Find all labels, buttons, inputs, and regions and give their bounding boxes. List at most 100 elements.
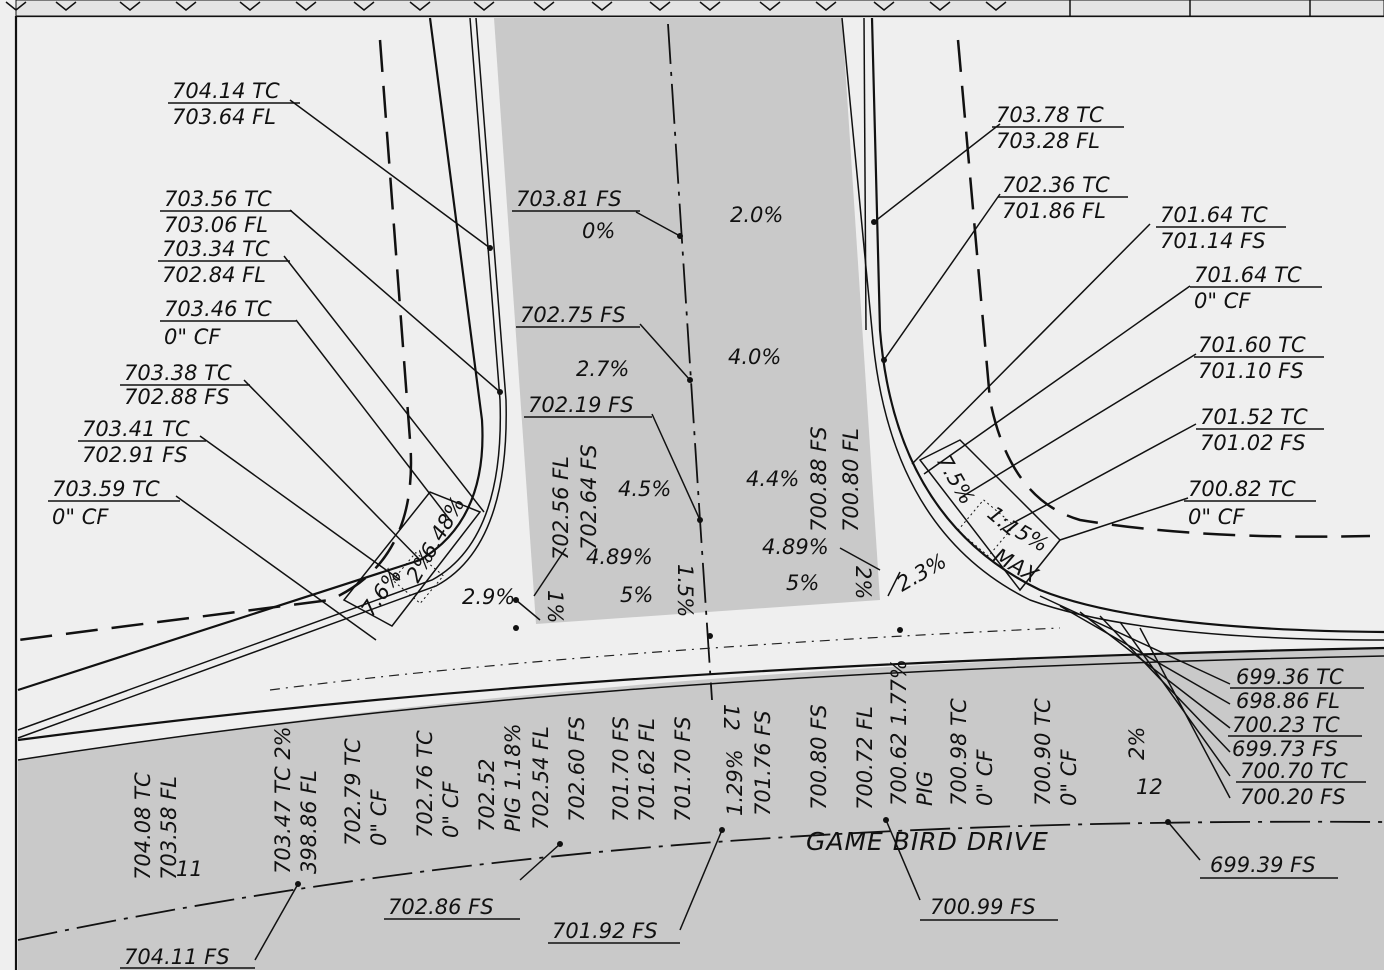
callout-r1-top: 703.78 TC <box>996 103 1104 127</box>
bv-4b: 0" CF <box>439 781 463 838</box>
callout-r2-top: 702.36 TC <box>1002 173 1110 197</box>
drive-v-700-80: 700.80 FL <box>839 428 863 532</box>
callout-l2-bottom: 703.06 FL <box>164 213 268 237</box>
callout-l6-top: 703.41 TC <box>82 417 190 441</box>
callout-r4-top: 701.64 TC <box>1194 263 1302 287</box>
driveway-labels: 703.81 FS 0% 2.0% 702.75 FS 2.7% 4.0% 70… <box>462 187 951 623</box>
far-right-callouts: 699.36 TC 698.86 FL 700.23 TC 699.73 FS … <box>1228 665 1366 809</box>
callout-l4-top: 703.46 TC <box>164 297 272 321</box>
callout-l7-top: 703.59 TC <box>52 477 160 501</box>
callout-l1-bottom: 703.64 FL <box>172 105 276 129</box>
callout-l4-bottom: 0" CF <box>164 325 221 349</box>
driveway-paving <box>494 18 880 624</box>
bv-4a: 702.76 TC <box>413 730 437 838</box>
bv-5a: 702.52 <box>475 759 499 832</box>
bv-7a: 702.60 FS <box>565 716 589 822</box>
far-right-2: 698.86 FL <box>1236 689 1340 713</box>
road-name: GAME BIRD DRIVE <box>806 827 1049 856</box>
callout-r3-bottom: 701.14 FS <box>1160 229 1266 253</box>
bc-704-11: 704.11 FS <box>124 945 230 969</box>
slope-2-0: 2.0% <box>730 203 783 227</box>
bc-702-86: 702.86 FS <box>388 895 494 919</box>
bv-16a: 2% <box>1125 727 1149 760</box>
slope-2pct-drive: 2% <box>851 566 875 599</box>
far-right-3: 700.23 TC <box>1232 713 1340 737</box>
bv-1b: 703.58 FL <box>157 776 181 880</box>
slope-0pct: 0% <box>582 219 615 243</box>
bv-13a: 700.62 1.77% <box>887 659 911 806</box>
bv-15b: 0" CF <box>1057 749 1081 806</box>
bc-699-39: 699.39 FS <box>1210 853 1316 877</box>
drive-v-702-56: 702.56 FL <box>549 456 573 560</box>
spot-702-19: 702.19 FS <box>528 393 634 417</box>
callout-l2-top: 703.56 TC <box>164 187 272 211</box>
bc-700-99: 700.99 FS <box>930 895 1036 919</box>
slope-4-89-left: 4.89% <box>586 545 653 569</box>
slope-4-0: 4.0% <box>728 345 781 369</box>
slope-2-9: 2.9% <box>462 585 515 609</box>
station-12: 12 <box>1136 775 1163 799</box>
bottom-callouts: 702.86 FS 701.92 FS 700.99 FS 699.39 FS … <box>120 853 1338 969</box>
callout-l3-bottom: 702.84 FL <box>162 263 266 287</box>
spot-703-81: 703.81 FS <box>516 187 622 211</box>
bv-12a: 700.72 FL <box>853 706 877 810</box>
bv-10b: 701.76 FS <box>751 710 775 816</box>
callout-l7-bottom: 0" CF <box>52 505 109 529</box>
callout-r6-top: 701.52 TC <box>1200 405 1308 429</box>
slope-4-4: 4.4% <box>746 467 799 491</box>
bv-8b: 701.62 FL <box>635 718 659 822</box>
slope-5-left: 5% <box>620 583 653 607</box>
callout-r5-top: 701.60 TC <box>1198 333 1306 357</box>
slope-4-5: 4.5% <box>618 477 671 501</box>
callout-r1-bottom: 703.28 FL <box>996 129 1100 153</box>
callout-r7-bottom: 0" CF <box>1188 505 1245 529</box>
callout-l5-bottom: 702.88 FS <box>124 385 230 409</box>
right-callouts: 703.78 TC 703.28 FL 702.36 TC 701.86 FL … <box>992 103 1324 529</box>
bv-14b: 0" CF <box>973 749 997 806</box>
bv-2a: 703.47 TC 2% <box>271 726 295 874</box>
callout-r4-bottom: 0" CF <box>1194 289 1251 313</box>
street-paving <box>18 648 1384 970</box>
left-callouts: 704.14 TC 703.64 FL 703.56 TC 703.06 FL … <box>48 79 300 529</box>
left-ramp <box>342 491 482 627</box>
bv-10a: 1.29% <box>723 749 747 816</box>
callout-l1-top: 704.14 TC <box>172 79 280 103</box>
callout-r2-bottom: 701.86 FL <box>1002 199 1106 223</box>
bv-1a: 704.08 TC <box>131 772 155 880</box>
slope-2-7: 2.7% <box>576 357 629 381</box>
slope-1pct: 1% <box>543 590 567 623</box>
callout-l3-top: 703.34 TC <box>162 237 270 261</box>
callout-l5-top: 703.38 TC <box>124 361 232 385</box>
top-ruler <box>5 0 1384 17</box>
bv-3b: 0" CF <box>367 789 391 846</box>
callout-r5-bottom: 701.10 FS <box>1198 359 1304 383</box>
far-right-6: 700.20 FS <box>1240 785 1346 809</box>
far-right-5: 700.70 TC <box>1240 759 1348 783</box>
bottom-vertical-labels: 704.08 TC 703.58 FL 703.47 TC 2% 398.86 … <box>131 659 1149 880</box>
bv-6a: 702.54 FL <box>529 726 553 830</box>
station-11: 11 <box>176 857 203 881</box>
bv-15a: 700.90 TC <box>1031 698 1055 806</box>
bv-14a: 700.98 TC <box>947 698 971 806</box>
bv-2b: 398.86 FL <box>297 770 321 874</box>
drive-v-702-64: 702.64 FS <box>577 444 601 550</box>
far-right-4: 699.73 FS <box>1232 737 1338 761</box>
spot-702-75: 702.75 FS <box>520 303 626 327</box>
drive-v-700-88: 700.88 FS <box>807 426 831 532</box>
bv-3a: 702.79 TC <box>341 738 365 846</box>
callout-l6-bottom: 702.91 FS <box>82 443 188 467</box>
callout-r6-bottom: 701.02 FS <box>1200 431 1306 455</box>
bv-13b: PIG <box>913 771 937 806</box>
callout-r3-top: 701.64 TC <box>1160 203 1268 227</box>
bc-701-92: 701.92 FS <box>552 919 658 943</box>
bv-5b: PIG 1.18% <box>501 723 525 832</box>
far-right-1: 699.36 TC <box>1236 665 1344 689</box>
slope-5-right: 5% <box>786 571 819 595</box>
callout-r7-top: 700.82 TC <box>1188 477 1296 501</box>
slope-1-5: 1.5% <box>673 564 697 617</box>
slope-4-89-right: 4.89% <box>762 535 829 559</box>
station-12-vertical: 12 <box>719 704 743 731</box>
bv-9a: 701.70 FS <box>671 716 695 822</box>
bv-8a: 701.70 FS <box>609 716 633 822</box>
